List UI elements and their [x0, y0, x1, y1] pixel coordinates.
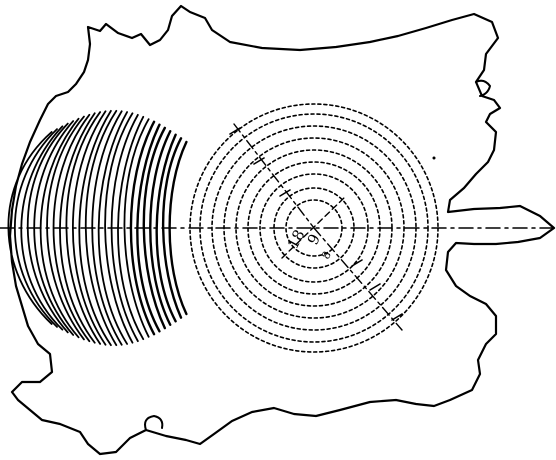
stripe-arc — [26, 122, 69, 334]
dotted-circle — [247, 161, 381, 295]
stripe-arc — [168, 140, 188, 316]
stripe-arc — [129, 120, 156, 336]
dotted-circle — [273, 187, 355, 269]
diagonal-scale-line-lower — [313, 227, 403, 331]
concentric-circles-group — [189, 103, 439, 353]
stripe-arc — [149, 130, 172, 326]
dotted-circle — [259, 173, 369, 283]
stripe-arc — [142, 126, 167, 330]
stripe-arc — [104, 112, 134, 344]
scale-tick-marks — [229, 127, 403, 321]
stripe-arc — [20, 125, 64, 331]
stripe-arc — [59, 112, 96, 344]
label-8: 8 — [319, 249, 334, 261]
stripe-arc — [13, 128, 58, 328]
stray-dot — [432, 156, 436, 160]
stripe-arc — [161, 137, 183, 319]
scale-tick — [369, 283, 381, 291]
stripe-arc — [78, 109, 112, 347]
center-cross-line — [281, 195, 347, 259]
stripe-arc — [39, 117, 80, 339]
hide-outline-lobe-top-right — [475, 79, 491, 97]
dotted-circle — [223, 137, 405, 319]
stripe-arc — [110, 113, 139, 343]
scale-tick — [229, 127, 241, 135]
stripe-arc — [117, 115, 145, 341]
dotted-circle — [235, 149, 393, 307]
stripe-arc — [155, 133, 177, 323]
stripe-arc — [97, 111, 128, 345]
stripe-arc — [91, 110, 123, 346]
label-9: 9 — [304, 231, 324, 248]
hide-outline-lobe-bottom — [144, 415, 164, 431]
scale-tick — [391, 313, 403, 321]
scale-tick — [279, 189, 291, 197]
dotted-circle — [285, 199, 343, 257]
stripe-arc — [136, 123, 161, 333]
stripe-arc — [65, 111, 102, 345]
stripe-arc — [33, 120, 75, 336]
stripe-arc — [46, 115, 85, 341]
stripe-arc — [123, 118, 150, 338]
stripe-arc — [7, 131, 53, 325]
dotted-circle — [189, 103, 439, 353]
dotted-circle — [211, 125, 417, 331]
hide-outline — [8, 4, 556, 456]
scale-tick — [253, 157, 265, 165]
left-stripes-group — [7, 109, 188, 347]
stripe-arc — [52, 113, 91, 343]
dotted-circle — [199, 113, 429, 343]
stripe-arc — [84, 109, 118, 347]
stripe-arc — [72, 110, 107, 346]
scale-tick — [351, 259, 363, 267]
diagonal-scale-line-upper — [233, 123, 315, 229]
